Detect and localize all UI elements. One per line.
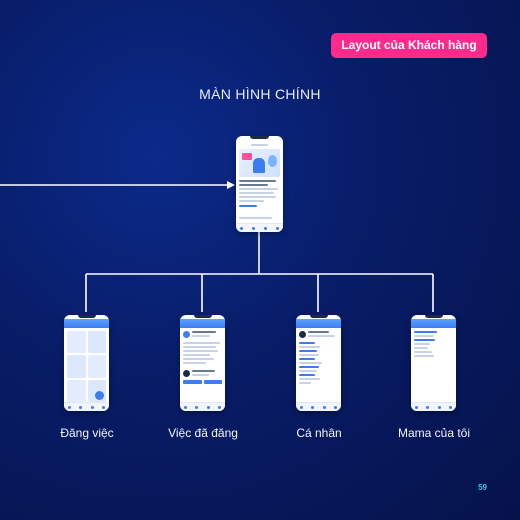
profile-menu [299, 331, 338, 402]
caption-ca-nhan: Cá nhân [296, 426, 342, 440]
app-bar [411, 319, 456, 328]
tab-bar [296, 402, 341, 411]
phone-notch [250, 136, 269, 139]
tab-bar [236, 223, 283, 232]
phone-content [239, 144, 280, 223]
phone-dang-viec [64, 315, 109, 411]
phone-notch [193, 315, 212, 318]
phone-notch [424, 315, 443, 318]
caption-viec-da-dang: Việc đã đăng [168, 426, 238, 440]
caption-mama-cua-toi: Mama của tôi [397, 426, 471, 440]
main-screen-title: MÀN HÌNH CHÍNH [199, 86, 321, 102]
tab-bar [64, 402, 109, 411]
mama-list [414, 331, 453, 402]
hero-illustration [239, 149, 280, 177]
app-bar [64, 319, 109, 328]
phone-main-screen [236, 136, 283, 232]
app-bar [180, 319, 225, 328]
phone-ca-nhan [296, 315, 341, 411]
posted-jobs-list [183, 331, 222, 402]
app-bar [296, 319, 341, 328]
entry-arrowhead [227, 181, 235, 189]
phone-notch [309, 315, 328, 318]
phone-notch [77, 315, 96, 318]
caption-dang-viec: Đăng việc [60, 426, 114, 440]
tab-bar [180, 402, 225, 411]
phone-viec-da-dang [180, 315, 225, 411]
page-number: 59 [478, 483, 487, 492]
service-grid [67, 331, 106, 402]
layout-badge: Layout của Khách hàng [331, 33, 487, 58]
phone-mama-cua-toi [411, 315, 456, 411]
tab-bar [411, 402, 456, 411]
